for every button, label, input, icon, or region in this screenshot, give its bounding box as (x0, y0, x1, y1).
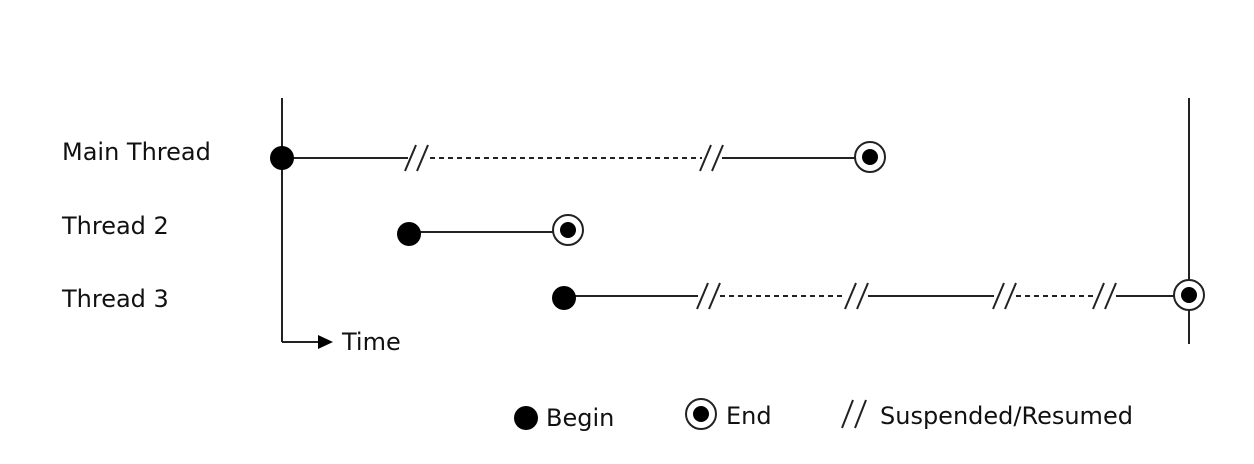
legend-begin-label: Begin (546, 404, 615, 432)
thread-2-label: Thread 2 (62, 212, 169, 240)
resume-mark-icon (1092, 282, 1117, 310)
main-thread-begin-marker (270, 146, 294, 170)
thread-3-label: Thread 3 (62, 285, 169, 313)
thread-3-timeline (565, 282, 1174, 310)
suspend-mark-icon (992, 282, 1017, 310)
resume-mark-icon (699, 144, 724, 172)
thread-2-end-marker (552, 214, 584, 246)
time-axis-label: Time (342, 328, 401, 356)
thread-3-end-marker (1173, 279, 1205, 311)
legend-end-label: End (726, 402, 772, 430)
legend-suspend-label: Suspended/Resumed (880, 402, 1133, 430)
thread-3-begin-marker (552, 286, 576, 310)
main-thread-label: Main Thread (62, 138, 211, 166)
main-thread-timeline (282, 144, 858, 172)
time-arrow-head-icon (318, 335, 333, 349)
suspend-mark-icon (696, 282, 721, 310)
legend-end-icon (685, 398, 717, 430)
thread-2-begin-marker (397, 222, 421, 246)
main-thread-end-marker (854, 141, 886, 173)
resume-mark-icon (844, 282, 869, 310)
legend-suspend-icon (841, 399, 867, 429)
suspend-mark-icon (404, 144, 429, 172)
time-axis (281, 98, 320, 343)
legend-begin-icon (514, 406, 538, 430)
